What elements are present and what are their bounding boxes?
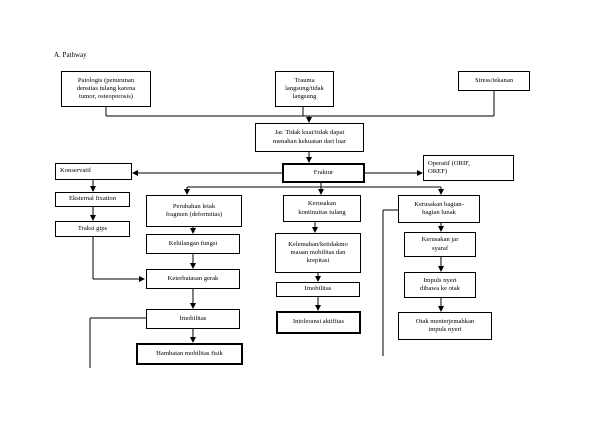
box-operatif: Operatif (ORIF, OREF) [423, 155, 514, 181]
label-keterbatasan-gerak: Keterbatasan gerak [167, 274, 219, 282]
box-kerusakan-kontinuitas: Kerusakan kontinuitas tulang [283, 195, 361, 222]
box-kerusakan-jar-syaraf: Kerusakan jar syaraf [404, 232, 476, 257]
box-kerusakan-bagian-lunak: Kerusakan bagian- bagian lunak [398, 195, 480, 223]
label-imobilitas-2: Imobilitas [304, 285, 332, 293]
box-stress: Stress/tekanan [458, 71, 530, 91]
box-kehilangan-fungsi: Kehilangan fungsi [146, 234, 240, 254]
box-patologis: Patologis (penurunan densitas tulang kar… [61, 71, 151, 107]
label-fraktur: Fraktur [313, 168, 334, 176]
box-keterbatasan-gerak: Keterbatasan gerak [146, 269, 240, 289]
box-imobilitas-2: Imobilitas [276, 282, 360, 297]
label-kerusakan-bagian-lunak: Kerusakan bagian- bagian lunak [414, 200, 464, 216]
box-traksi-gips: Traksi gips [55, 221, 130, 237]
label-eksternal-fixation: Eksternal fixation [68, 195, 117, 203]
label-otak-menterjemahkan: Otak menterjemahkan impuls nyeri [415, 317, 475, 333]
label-kelemahan: Kelemahan/ketidakmo mauan mobilitas dan … [288, 240, 348, 265]
label-operatif: Operatif (ORIF, OREF) [428, 159, 470, 175]
label-impuls-nyeri: Impuls nyeri dibawa ke otak [420, 276, 460, 292]
label-hambatan-mobilitas: Hambatan mobilitas fisik [156, 349, 223, 357]
label-konservatif: Konservatif [60, 167, 92, 175]
box-kelemahan: Kelemahan/ketidakmo mauan mobilitas dan … [275, 233, 361, 273]
label-kerusakan-kontinuitas: Kerusakan kontinuitas tulang [298, 200, 346, 216]
box-eksternal-fixation: Eksternal fixation [55, 192, 130, 207]
label-patologis: Patologis (penurunan densitas tulang kar… [76, 76, 136, 101]
label-jar: Jar. Tidak kuat/tidak dapat menahan keku… [272, 129, 347, 145]
label-perubahan-letak: Perubahan letak fragmen (deformitas) [165, 202, 223, 218]
label-trauma: Trauma langsung/tidak langsung [285, 76, 324, 101]
label-intoleransi-aktifitas: Intoleransi aktifitas [292, 318, 345, 326]
box-hambatan-mobilitas: Hambatan mobilitas fisik [136, 343, 243, 365]
box-konservatif: Konservatif [55, 163, 132, 180]
label-kerusakan-jar-syaraf: Kerusakan jar syaraf [421, 236, 459, 252]
label-stress: Stress/tekanan [474, 76, 514, 84]
box-impuls-nyeri: Impuls nyeri dibawa ke otak [404, 272, 476, 298]
box-trauma: Trauma langsung/tidak langsung [275, 71, 334, 107]
box-fraktur: Fraktur [282, 163, 365, 183]
box-imobilitas-1: Imobilitas [146, 309, 240, 329]
box-perubahan-letak: Perubahan letak fragmen (deformitas) [146, 195, 242, 227]
box-jar: Jar. Tidak kuat/tidak dapat menahan keku… [255, 123, 364, 152]
label-traksi-gips: Traksi gips [77, 224, 108, 232]
box-otak-menterjemahkan: Otak menterjemahkan impuls nyeri [398, 312, 492, 340]
label-imobilitas-1: Imobilitas [179, 314, 207, 322]
box-intoleransi-aktifitas: Intoleransi aktifitas [276, 311, 361, 334]
label-kehilangan-fungsi: Kehilangan fungsi [168, 239, 218, 247]
pathway-title: A. Pathway [54, 51, 87, 59]
